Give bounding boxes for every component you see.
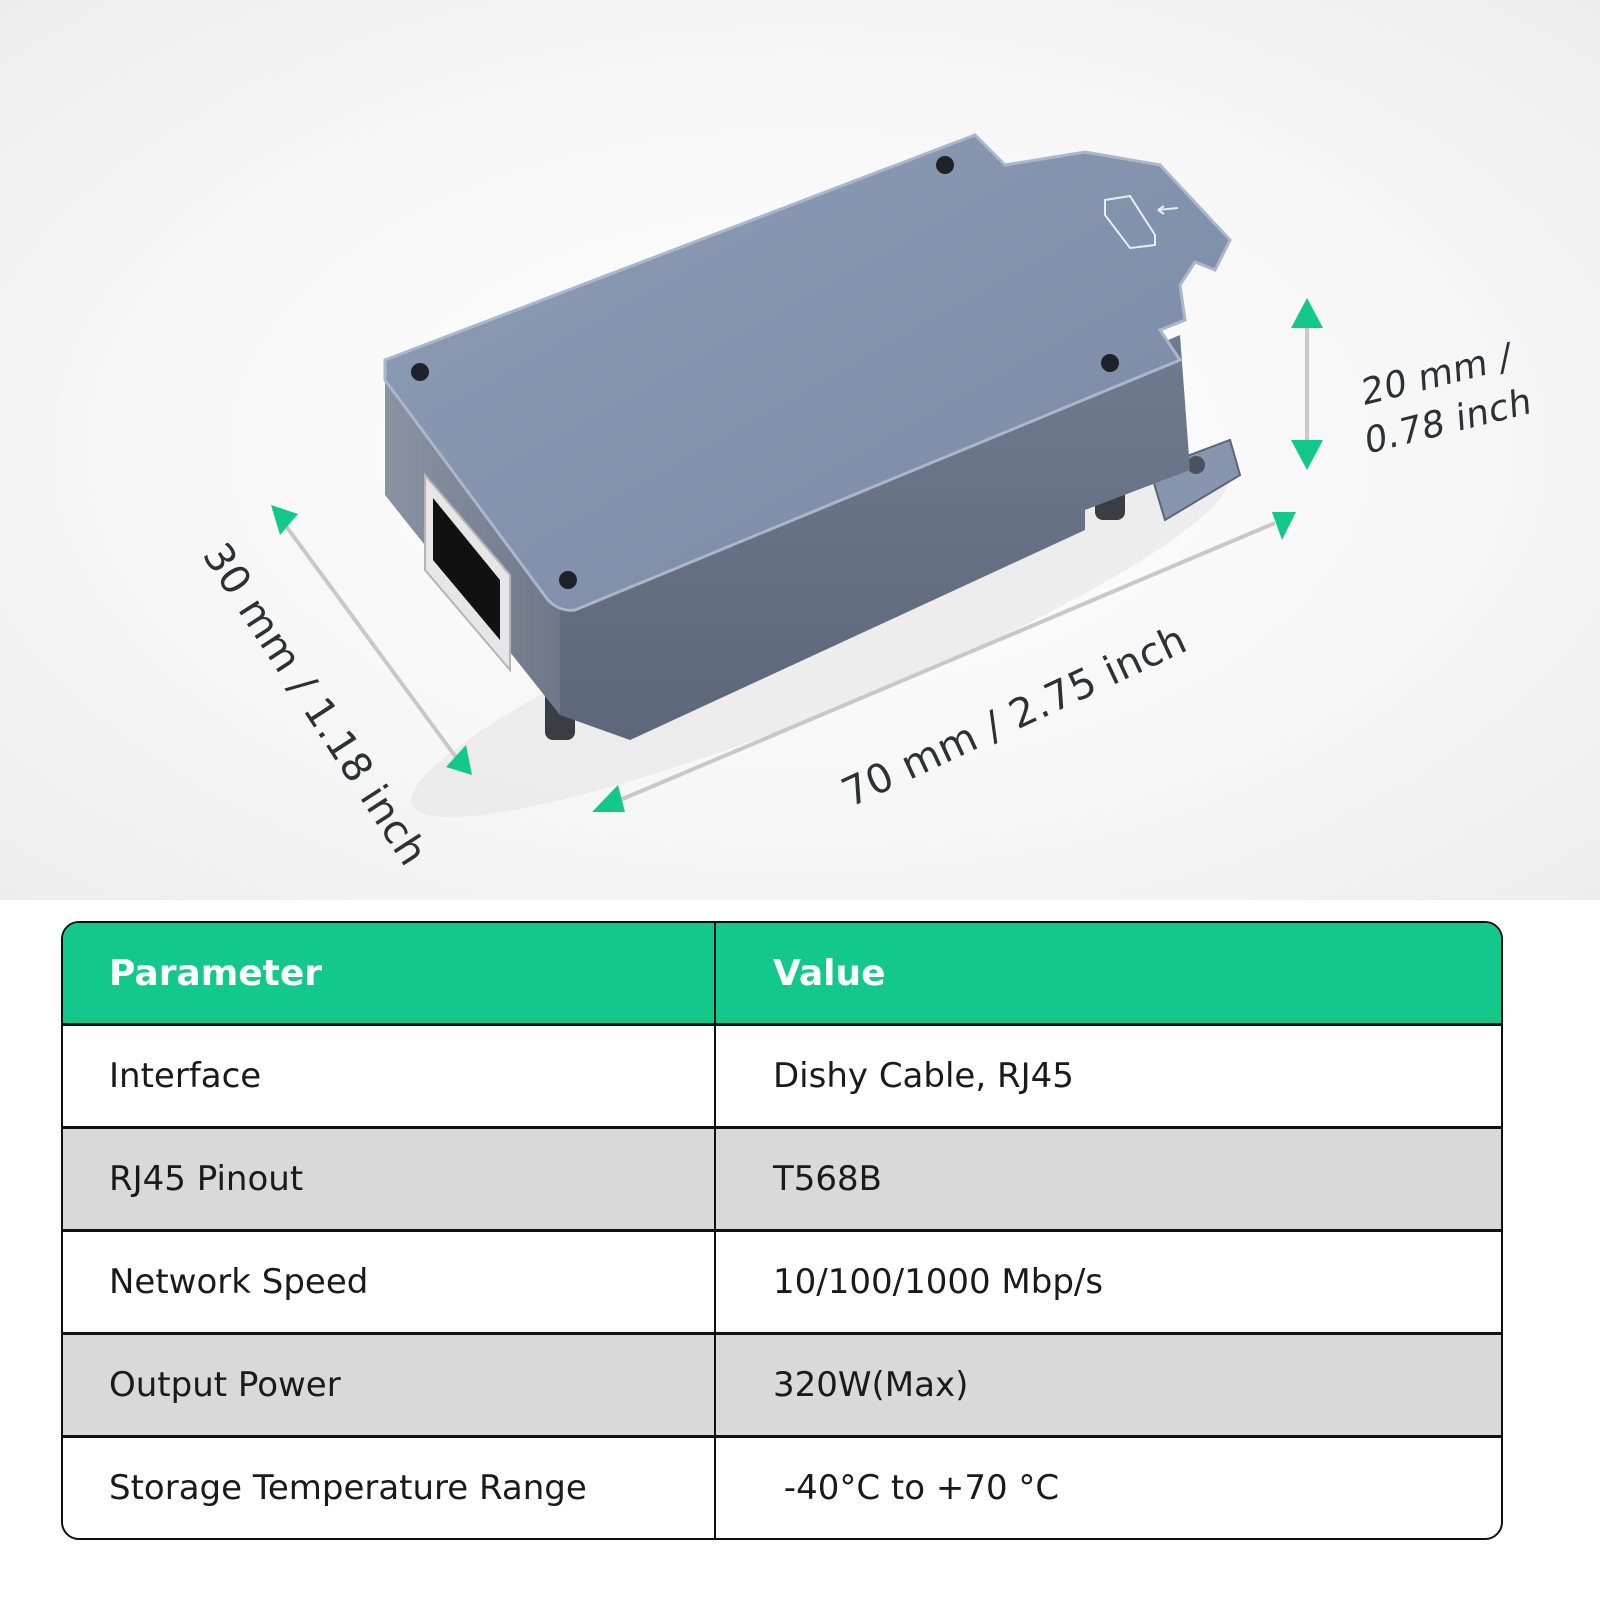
product-illustration: 20 mm / 0.78 inch 70 mm / 2.75 inch 30 m…: [0, 0, 1600, 900]
table-row: Output Power 320W(Max): [63, 1332, 1501, 1435]
value-cell: 10/100/1000 Mbp/s: [773, 1262, 1104, 1302]
table-row: Interface Dishy Cable, RJ45: [63, 1023, 1501, 1126]
device-render: [271, 133, 1323, 818]
parameter-cell: Network Speed: [63, 1232, 716, 1332]
value-cell: -40°C to +70 °C: [773, 1468, 1060, 1508]
header-value: Value: [773, 952, 886, 994]
spec-table: Parameter Value Interface Dishy Cable, R…: [61, 921, 1503, 1540]
value-cell: T568B: [773, 1159, 882, 1199]
parameter-cell: Interface: [63, 1026, 716, 1126]
parameter-cell: Output Power: [63, 1335, 716, 1435]
table-row: RJ45 Pinout T568B: [63, 1126, 1501, 1229]
table-row: Network Speed 10/100/1000 Mbp/s: [63, 1229, 1501, 1332]
parameter-cell: Storage Temperature Range: [63, 1438, 716, 1538]
value-cell: 320W(Max): [773, 1365, 969, 1405]
table-header-row: Parameter Value: [63, 923, 1501, 1023]
value-cell: Dishy Cable, RJ45: [773, 1056, 1074, 1096]
header-parameter: Parameter: [63, 923, 716, 1023]
table-row: Storage Temperature Range -40°C to +70 °…: [63, 1435, 1501, 1538]
parameter-cell: RJ45 Pinout: [63, 1129, 716, 1229]
